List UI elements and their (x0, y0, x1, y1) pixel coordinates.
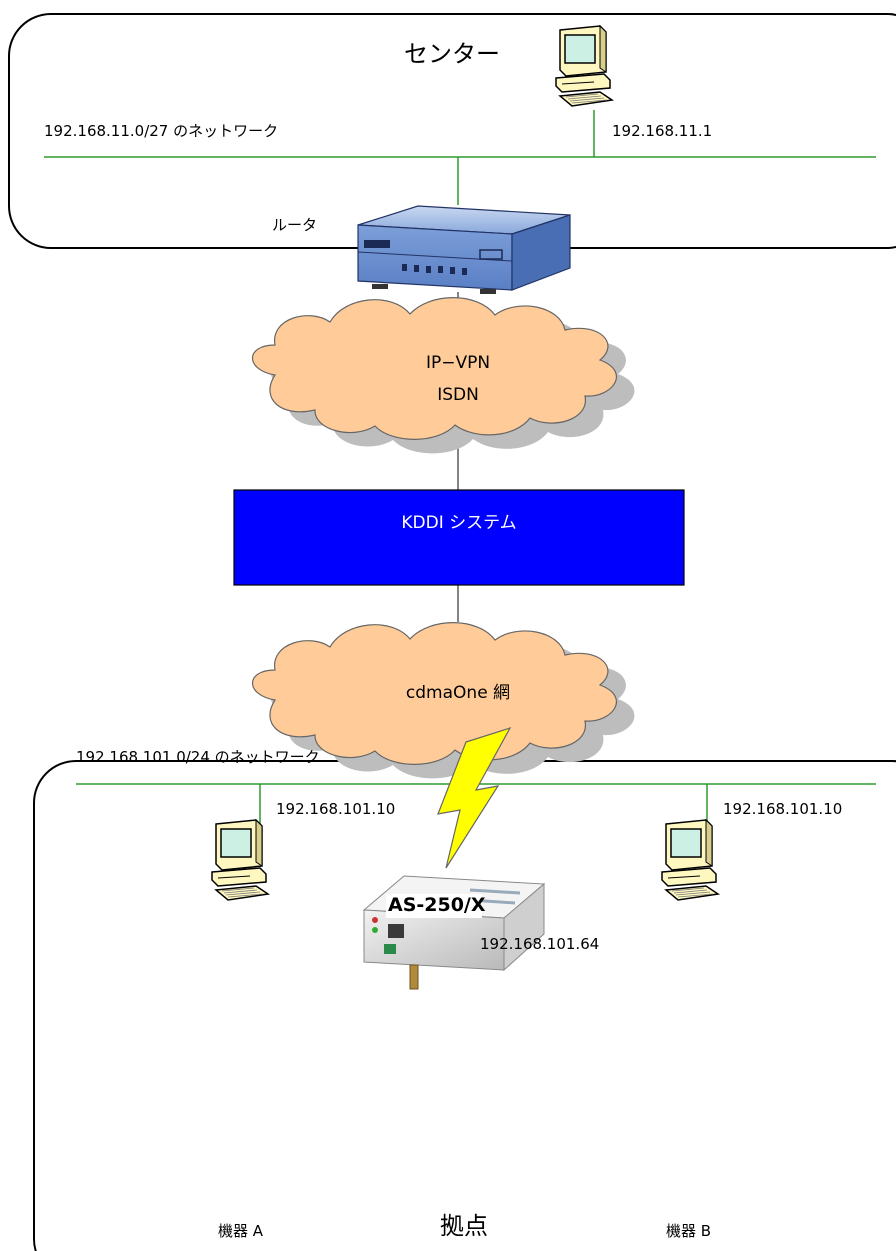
ipvpn-label-line1: IP−VPN (425, 353, 491, 373)
center-pc-ip: 192.168.11.1 (612, 122, 713, 140)
as250-device-icon (362, 875, 546, 990)
center-network-label: 192.168.11.0/27 のネットワーク (44, 122, 279, 140)
pc-a-icon (211, 819, 269, 901)
ipvpn-label-line2: ISDN (437, 385, 479, 405)
pc-a-label: 機器 A (218, 1222, 264, 1240)
lightning-icon (437, 726, 512, 869)
kddi-system-box (233, 489, 685, 586)
pc-b-ip: 192.168.101.10 (723, 800, 843, 818)
pc-b-icon (661, 819, 719, 901)
center-title: センター (404, 40, 500, 68)
ipvpn-cloud (251, 297, 635, 454)
center-pc-icon (555, 25, 613, 107)
site-title: 拠点 (440, 1212, 488, 1240)
router-icon (357, 205, 571, 294)
as250-device-label: AS-250/X (388, 894, 486, 916)
site-network-label: 192.168.101.0/24 のネットワーク (76, 748, 320, 766)
kddi-system-label: KDDI システム (401, 513, 517, 533)
pc-b-label: 機器 B (666, 1222, 712, 1240)
pc-a-ip: 192.168.101.10 (276, 800, 396, 818)
cdma-cloud-label: cdmaOne 網 (405, 683, 511, 703)
router-label: ルータ (272, 216, 318, 234)
cdma-cloud (251, 622, 635, 779)
as250-device-ip: 192.168.101.64 (480, 935, 600, 953)
